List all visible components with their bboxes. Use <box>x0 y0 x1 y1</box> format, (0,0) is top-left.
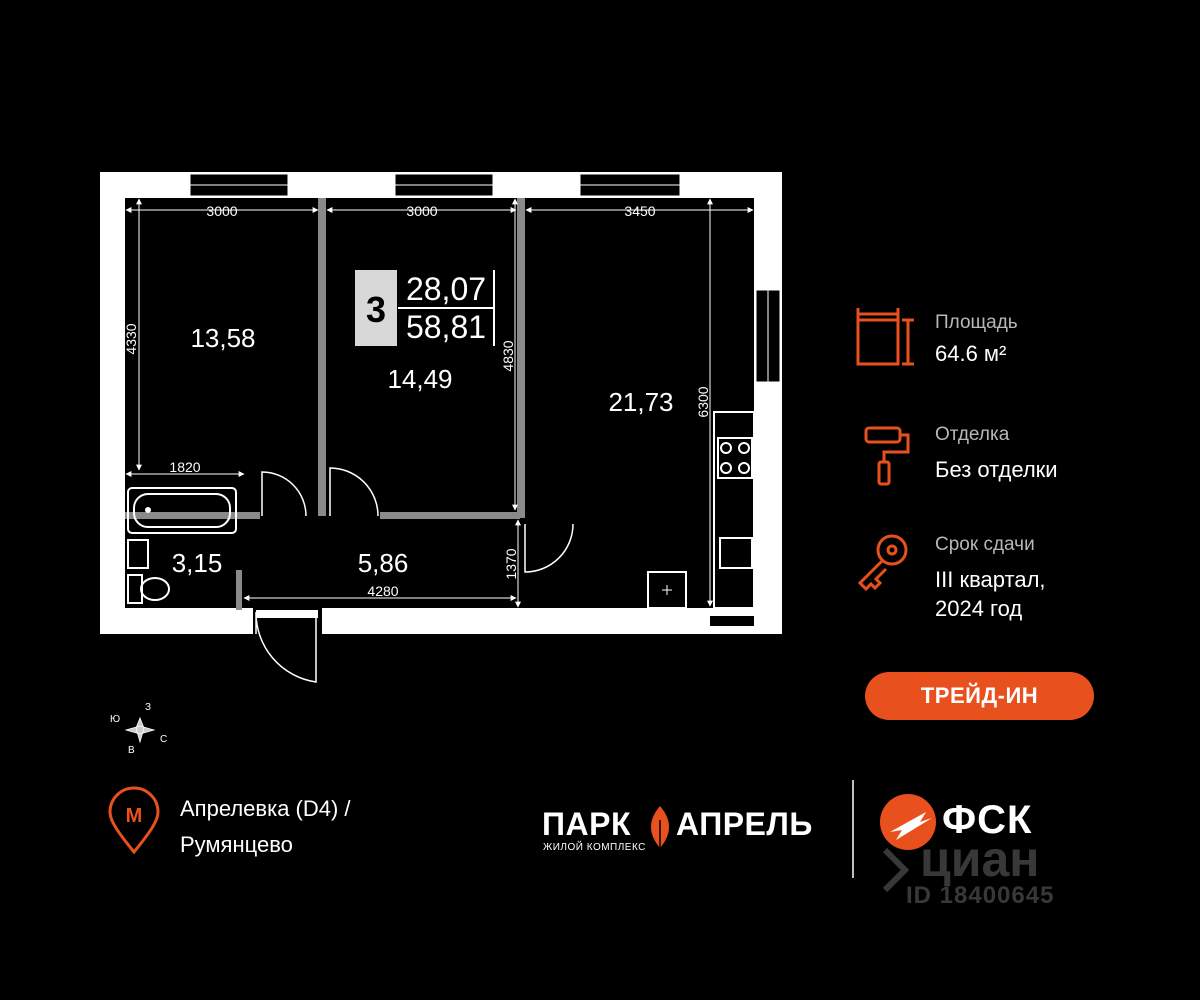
area-icon <box>856 308 914 366</box>
svg-text:М: М <box>126 805 143 827</box>
dim-top-left: 3000 <box>206 203 237 219</box>
deadline-line1: III квартал, <box>935 567 1046 592</box>
bathtub <box>127 487 237 534</box>
paint-roller-icon <box>864 426 910 486</box>
deadline-line2: 2024 год <box>935 596 1023 621</box>
watermark-text: циан <box>920 831 1040 887</box>
flat-badge: 3 28,07 58,81 <box>355 270 495 346</box>
toilet <box>127 574 170 604</box>
dim-hall-width: 4280 <box>367 583 398 599</box>
area-label: Площадь <box>935 312 1018 333</box>
room-area-bedroom-mid: 14,49 <box>387 364 452 394</box>
compass-w: Ю <box>110 714 120 725</box>
dim-hall-height: 1370 <box>503 548 519 579</box>
brand-park-subtitle: ЖИЛОЙ КОМПЛЕКС <box>543 842 646 853</box>
area-value: 64.6 м² <box>935 341 1007 366</box>
dim-bath-width: 1820 <box>169 459 200 475</box>
brand-fsk: ФСК <box>942 798 1033 842</box>
metro-icon: М <box>108 786 160 855</box>
finish-value: Без отделки <box>935 457 1058 482</box>
finish-label: Отделка <box>935 424 1010 445</box>
compass-n: З <box>145 702 151 713</box>
sink-bath <box>127 539 149 569</box>
partitions <box>125 198 525 610</box>
dim-right-height: 6300 <box>695 386 711 417</box>
dim-left-height: 4330 <box>123 323 139 354</box>
dim-top-mid: 3000 <box>406 203 437 219</box>
key-icon <box>857 534 908 592</box>
kitchen-counter <box>647 411 755 609</box>
trade-in-button[interactable]: ТРЕЙД-ИН <box>865 672 1094 720</box>
watermark-logo-icon <box>882 847 910 893</box>
room-area-bedroom-left: 13,58 <box>190 323 255 353</box>
badge-living-area: 28,07 <box>406 271 486 307</box>
deadline-label: Срок сдачи <box>935 534 1035 555</box>
brand-park-left: ПАРК <box>542 806 631 842</box>
compass-s: В <box>128 745 135 756</box>
entrance-door-leaf <box>256 610 318 618</box>
metro-station-line1: Апрелевка (D4) / <box>180 796 351 821</box>
metro-station-line2: Румянцево <box>180 832 293 857</box>
dim-mid-height: 4830 <box>500 340 516 371</box>
doors <box>255 467 574 683</box>
fsk-logo-icon <box>880 794 936 850</box>
balcony-threshold <box>710 616 754 626</box>
watermark-id: ID 18400645 <box>906 882 1055 909</box>
room-area-bathroom: 3,15 <box>172 548 223 578</box>
brand-park-right: АПРЕЛЬ <box>676 806 813 842</box>
badge-total-area: 58,81 <box>406 309 486 345</box>
dimension-lines <box>125 198 754 608</box>
compass-e: С <box>160 734 167 745</box>
compass: З Ю С В <box>110 702 167 756</box>
room-area-living: 21,73 <box>608 387 673 417</box>
dim-top-right: 3450 <box>624 203 655 219</box>
room-area-hall: 5,86 <box>358 548 409 578</box>
badge-room-count: 3 <box>366 289 386 330</box>
